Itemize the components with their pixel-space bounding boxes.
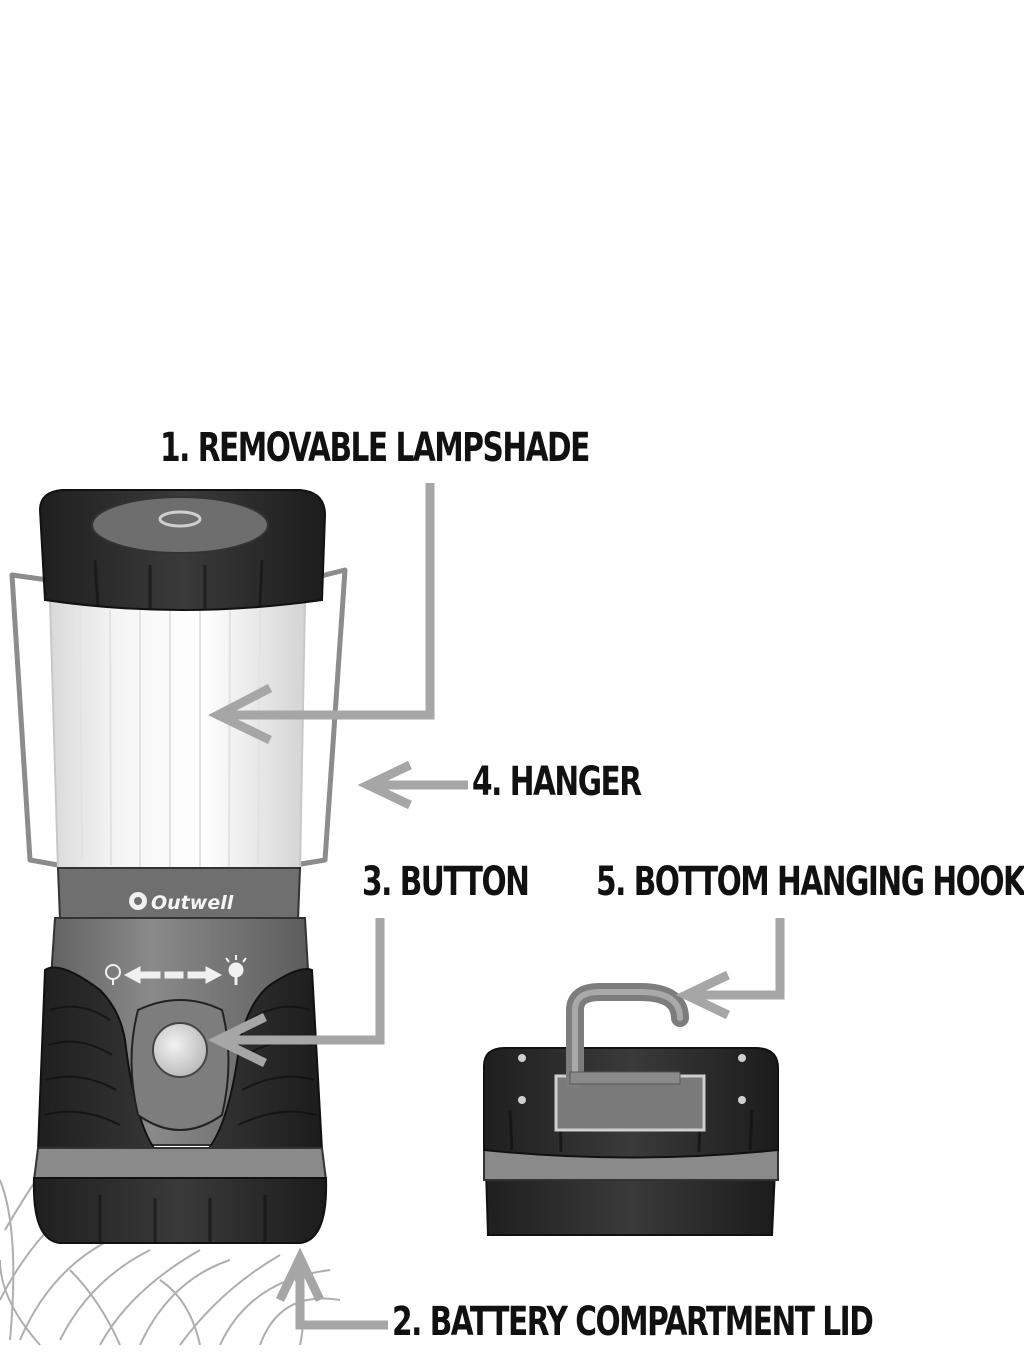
callout-arrows xyxy=(207,483,785,1330)
power-button xyxy=(152,1022,208,1078)
diagram-illustration: Outwell xyxy=(0,483,785,1346)
battery-lid xyxy=(32,1177,328,1244)
arrow-bottom-hook xyxy=(690,918,785,1000)
brand-name: Outwell xyxy=(151,892,234,914)
mode-indicator-icon xyxy=(105,955,247,985)
diagram-stage: Outwell xyxy=(0,425,1024,1346)
label-hanger: 4. HANGER xyxy=(472,759,642,805)
label-bottom-hanging-hook: 5. BOTTOM HANGING HOOK xyxy=(596,859,1024,905)
arrow-lampshade xyxy=(222,483,435,720)
label-button: 3. BUTTON xyxy=(362,859,530,905)
label-battery-compartment-lid: 2. BATTERY COMPARTMENT LID xyxy=(392,1299,874,1345)
bottom-view-lantern xyxy=(483,983,779,1236)
label-removable-lampshade: 1. REMOVABLE LAMPSHADE xyxy=(160,425,590,471)
hanger-wire xyxy=(9,572,59,868)
arrow-battery-lid xyxy=(295,1262,388,1330)
arrow-button xyxy=(222,918,385,1045)
